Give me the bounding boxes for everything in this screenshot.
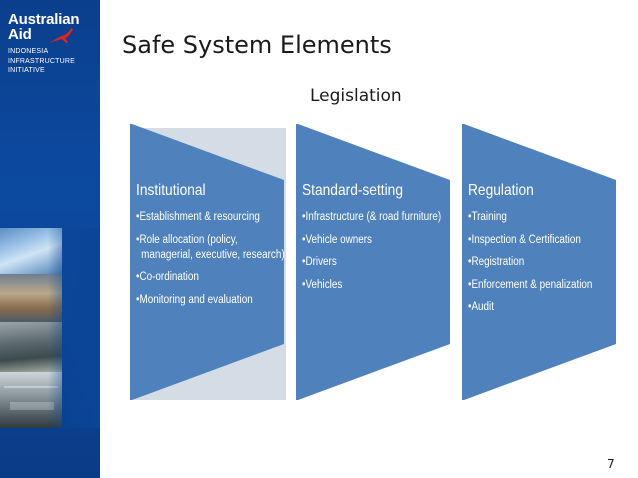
- list-item: •Registration: [468, 256, 525, 268]
- kangaroo-icon: [48, 28, 73, 43]
- chevron-list: •Training •Inspection & Certification •R…: [468, 210, 613, 315]
- brand-subtitle-line: INITIATIVE: [8, 67, 45, 74]
- chevron-heading: Standard-setting: [302, 182, 403, 199]
- chevron-diagram: Institutional •Establishment & resourcin…: [126, 122, 620, 404]
- brand-title: Australian Aid: [8, 11, 80, 43]
- brand-title-line: Australian: [8, 11, 80, 28]
- list-item-line: •Role allocation (policy,: [136, 233, 238, 246]
- list-item: •Training: [468, 211, 507, 223]
- brand-subtitle: INDONESIA INFRASTRUCTURE INITIATIVE: [8, 47, 75, 76]
- chevron-standard-setting-text: Standard-setting •Infrastructure (& road…: [302, 182, 464, 300]
- slide-subtitle: Legislation: [310, 86, 402, 106]
- chevron-institutional: [130, 124, 284, 400]
- list-item: •Vehicle owners: [302, 233, 372, 246]
- list-item: •Co-ordination: [136, 271, 199, 283]
- chevron-list: •Establishment & resourcing •Role alloca…: [136, 210, 309, 308]
- page-number: 7: [607, 457, 615, 471]
- list-item: •Monitoring and evaluation: [136, 293, 253, 306]
- brand-subtitle-line: INFRASTRUCTURE: [8, 57, 75, 65]
- chevron-heading: Institutional: [136, 182, 206, 199]
- brand-title-line: Aid: [8, 26, 32, 43]
- slide-title: Safe System Elements: [122, 31, 392, 59]
- list-item: •Enforcement & penalization: [468, 278, 593, 291]
- list-item: •Drivers: [302, 256, 337, 268]
- list-item: •Role allocation (policy, managerial, ex…: [136, 233, 285, 263]
- list-item-line: managerial, executive, research): [141, 248, 285, 261]
- chevron-regulation: [462, 124, 616, 400]
- chevron-regulation-text: Regulation •Training •Inspection & Certi…: [468, 182, 613, 323]
- chevron-list: •Infrastructure (& road furniture) •Vehi…: [302, 210, 464, 293]
- list-item: •Audit: [468, 301, 495, 313]
- list-item: •Inspection & Certification: [468, 233, 581, 246]
- chevron-standard-setting: [296, 124, 450, 400]
- brand-subtitle-line: INDONESIA: [8, 48, 49, 55]
- chevron-shapes: [130, 124, 616, 400]
- chevron-institutional-text: Institutional •Establishment & resourcin…: [136, 182, 309, 315]
- list-item: •Infrastructure (& road furniture): [302, 211, 442, 223]
- photo-fade: [48, 228, 100, 428]
- list-item: •Establishment & resourcing: [136, 211, 260, 223]
- sidebar-branding: Australian Aid INDONESIA INFRASTRUCTURE …: [0, 0, 100, 478]
- chevron-heading: Regulation: [468, 182, 534, 199]
- list-item: •Vehicles: [302, 278, 343, 291]
